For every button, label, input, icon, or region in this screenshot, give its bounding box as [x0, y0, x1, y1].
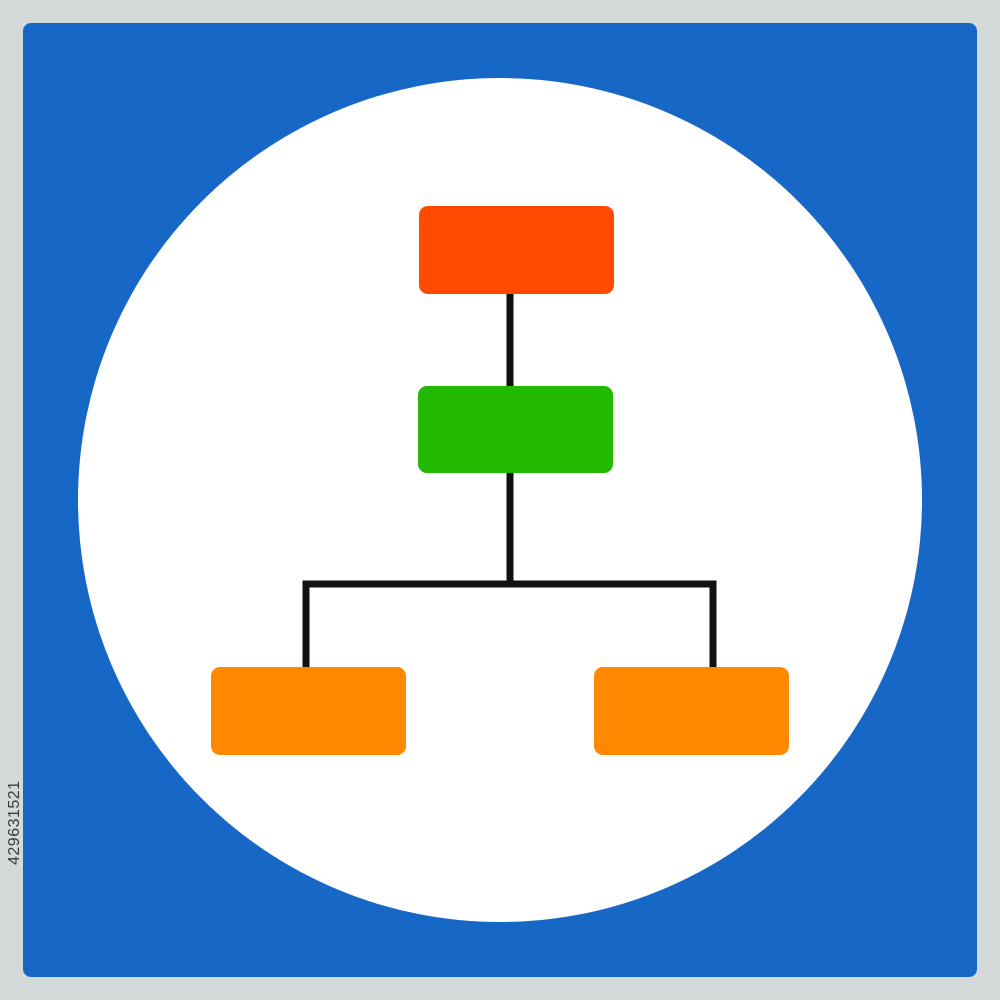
stock-id-watermark: 429631521 [6, 780, 23, 866]
connector-lines [302, 288, 717, 672]
middle-node-box [418, 386, 613, 473]
top-node-box [419, 206, 614, 294]
right-child-node-box [594, 667, 789, 755]
left-child-node-box [211, 667, 406, 755]
